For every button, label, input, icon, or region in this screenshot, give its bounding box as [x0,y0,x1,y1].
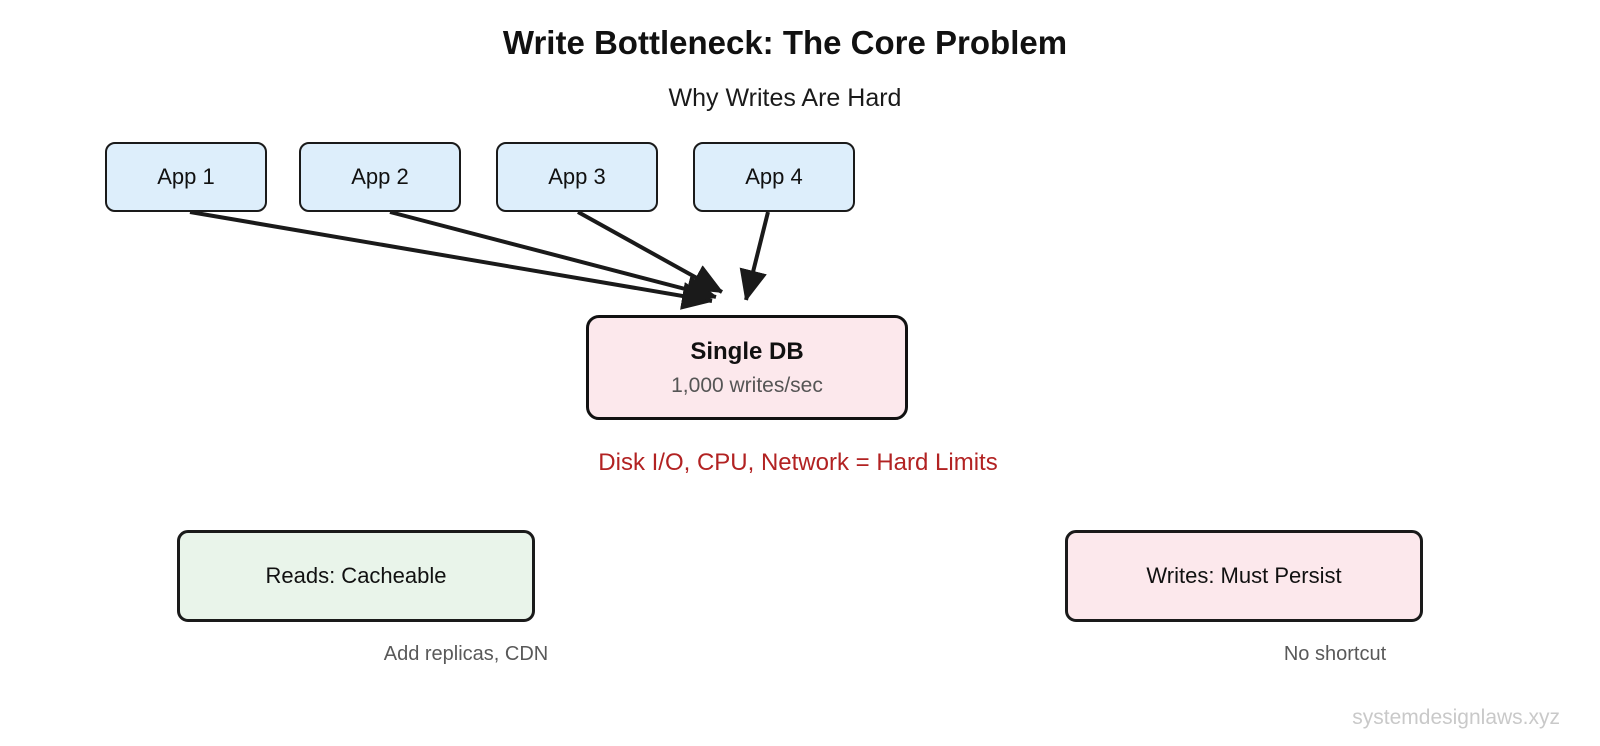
arrow-app3-to-db-icon [577,210,722,294]
page-title: Write Bottleneck: The Core Problem [502,24,1068,61]
app-3-node: App 3 [496,142,658,212]
writes-node: Writes: Must Persist [1065,530,1423,622]
reads-caption: Add replicas, CDN [383,643,549,665]
app-2-node: App 2 [299,142,461,212]
arrow-app1-to-db-icon [189,210,712,301]
app-4-node: App 4 [693,142,855,212]
arrow-app4-to-db-icon [746,211,770,300]
diagram-header: Write Bottleneck: The Core Problem Why W… [0,0,1570,113]
app-1-label: App 1 [157,164,215,189]
watermark: systemdesignlaws.xyz [1352,706,1560,729]
single-db-throughput: 1,000 writes/sec [671,373,823,397]
arrow-app2-to-db-icon [389,210,716,297]
single-db-node: Single DB 1,000 writes/sec [586,315,908,420]
reads-node: Reads: Cacheable [177,530,535,622]
page-subtitle: Why Writes Are Hard [668,84,902,112]
single-db-title: Single DB [690,337,804,365]
writes-label: Writes: Must Persist [1146,563,1342,588]
app-1-node: App 1 [105,142,267,212]
app-2-label: App 2 [351,164,409,189]
writes-caption: No shortcut [1283,643,1387,665]
reads-label: Reads: Cacheable [265,563,447,588]
app-3-label: App 3 [548,164,606,189]
app-4-label: App 4 [745,164,803,189]
hard-limits-note: Disk I/O, CPU, Network = Hard Limits [598,449,998,476]
